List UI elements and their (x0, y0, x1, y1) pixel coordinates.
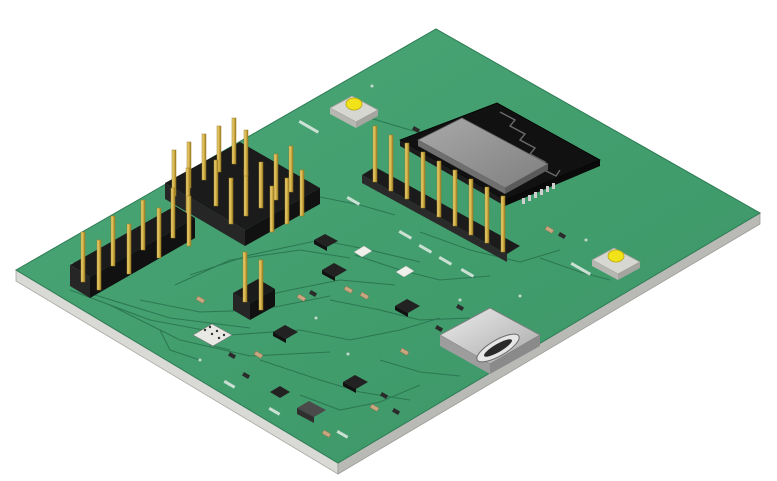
board-top (15, 28, 761, 464)
usb-c-receptacle (439, 307, 541, 374)
vias (198, 84, 588, 384)
header-1x10-module (362, 125, 520, 262)
header-1x10-pins (372, 125, 506, 253)
smd-components (192, 125, 567, 438)
header-1x2-center (233, 251, 275, 320)
button-cap-right (607, 249, 625, 263)
header-2x8-left (165, 117, 320, 246)
header-row-lower-left (70, 187, 195, 298)
button-cap-top (345, 97, 363, 111)
pcb-board (15, 28, 761, 475)
tactile-button-top (329, 95, 379, 128)
tactile-button-right (591, 247, 641, 280)
